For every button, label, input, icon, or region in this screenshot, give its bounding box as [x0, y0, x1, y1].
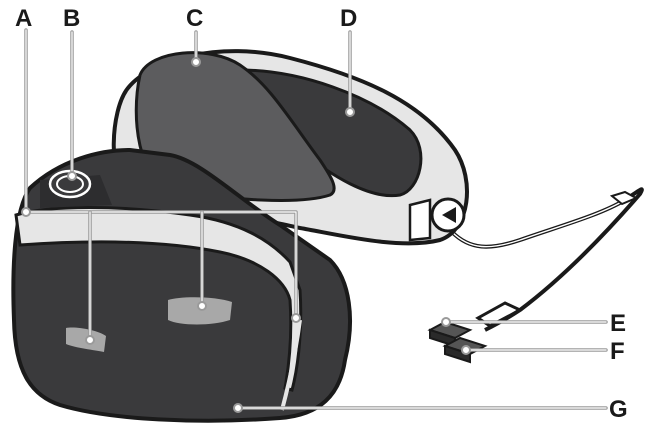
connector-plugs-icon: [430, 322, 485, 362]
label-f: F: [610, 338, 625, 365]
label-b: B: [63, 5, 80, 32]
label-g: G: [609, 396, 628, 423]
label-d: D: [340, 5, 357, 32]
label-e: E: [610, 310, 626, 337]
cable-icon: [452, 189, 642, 330]
label-c: C: [186, 5, 203, 32]
label-a: A: [15, 5, 32, 32]
